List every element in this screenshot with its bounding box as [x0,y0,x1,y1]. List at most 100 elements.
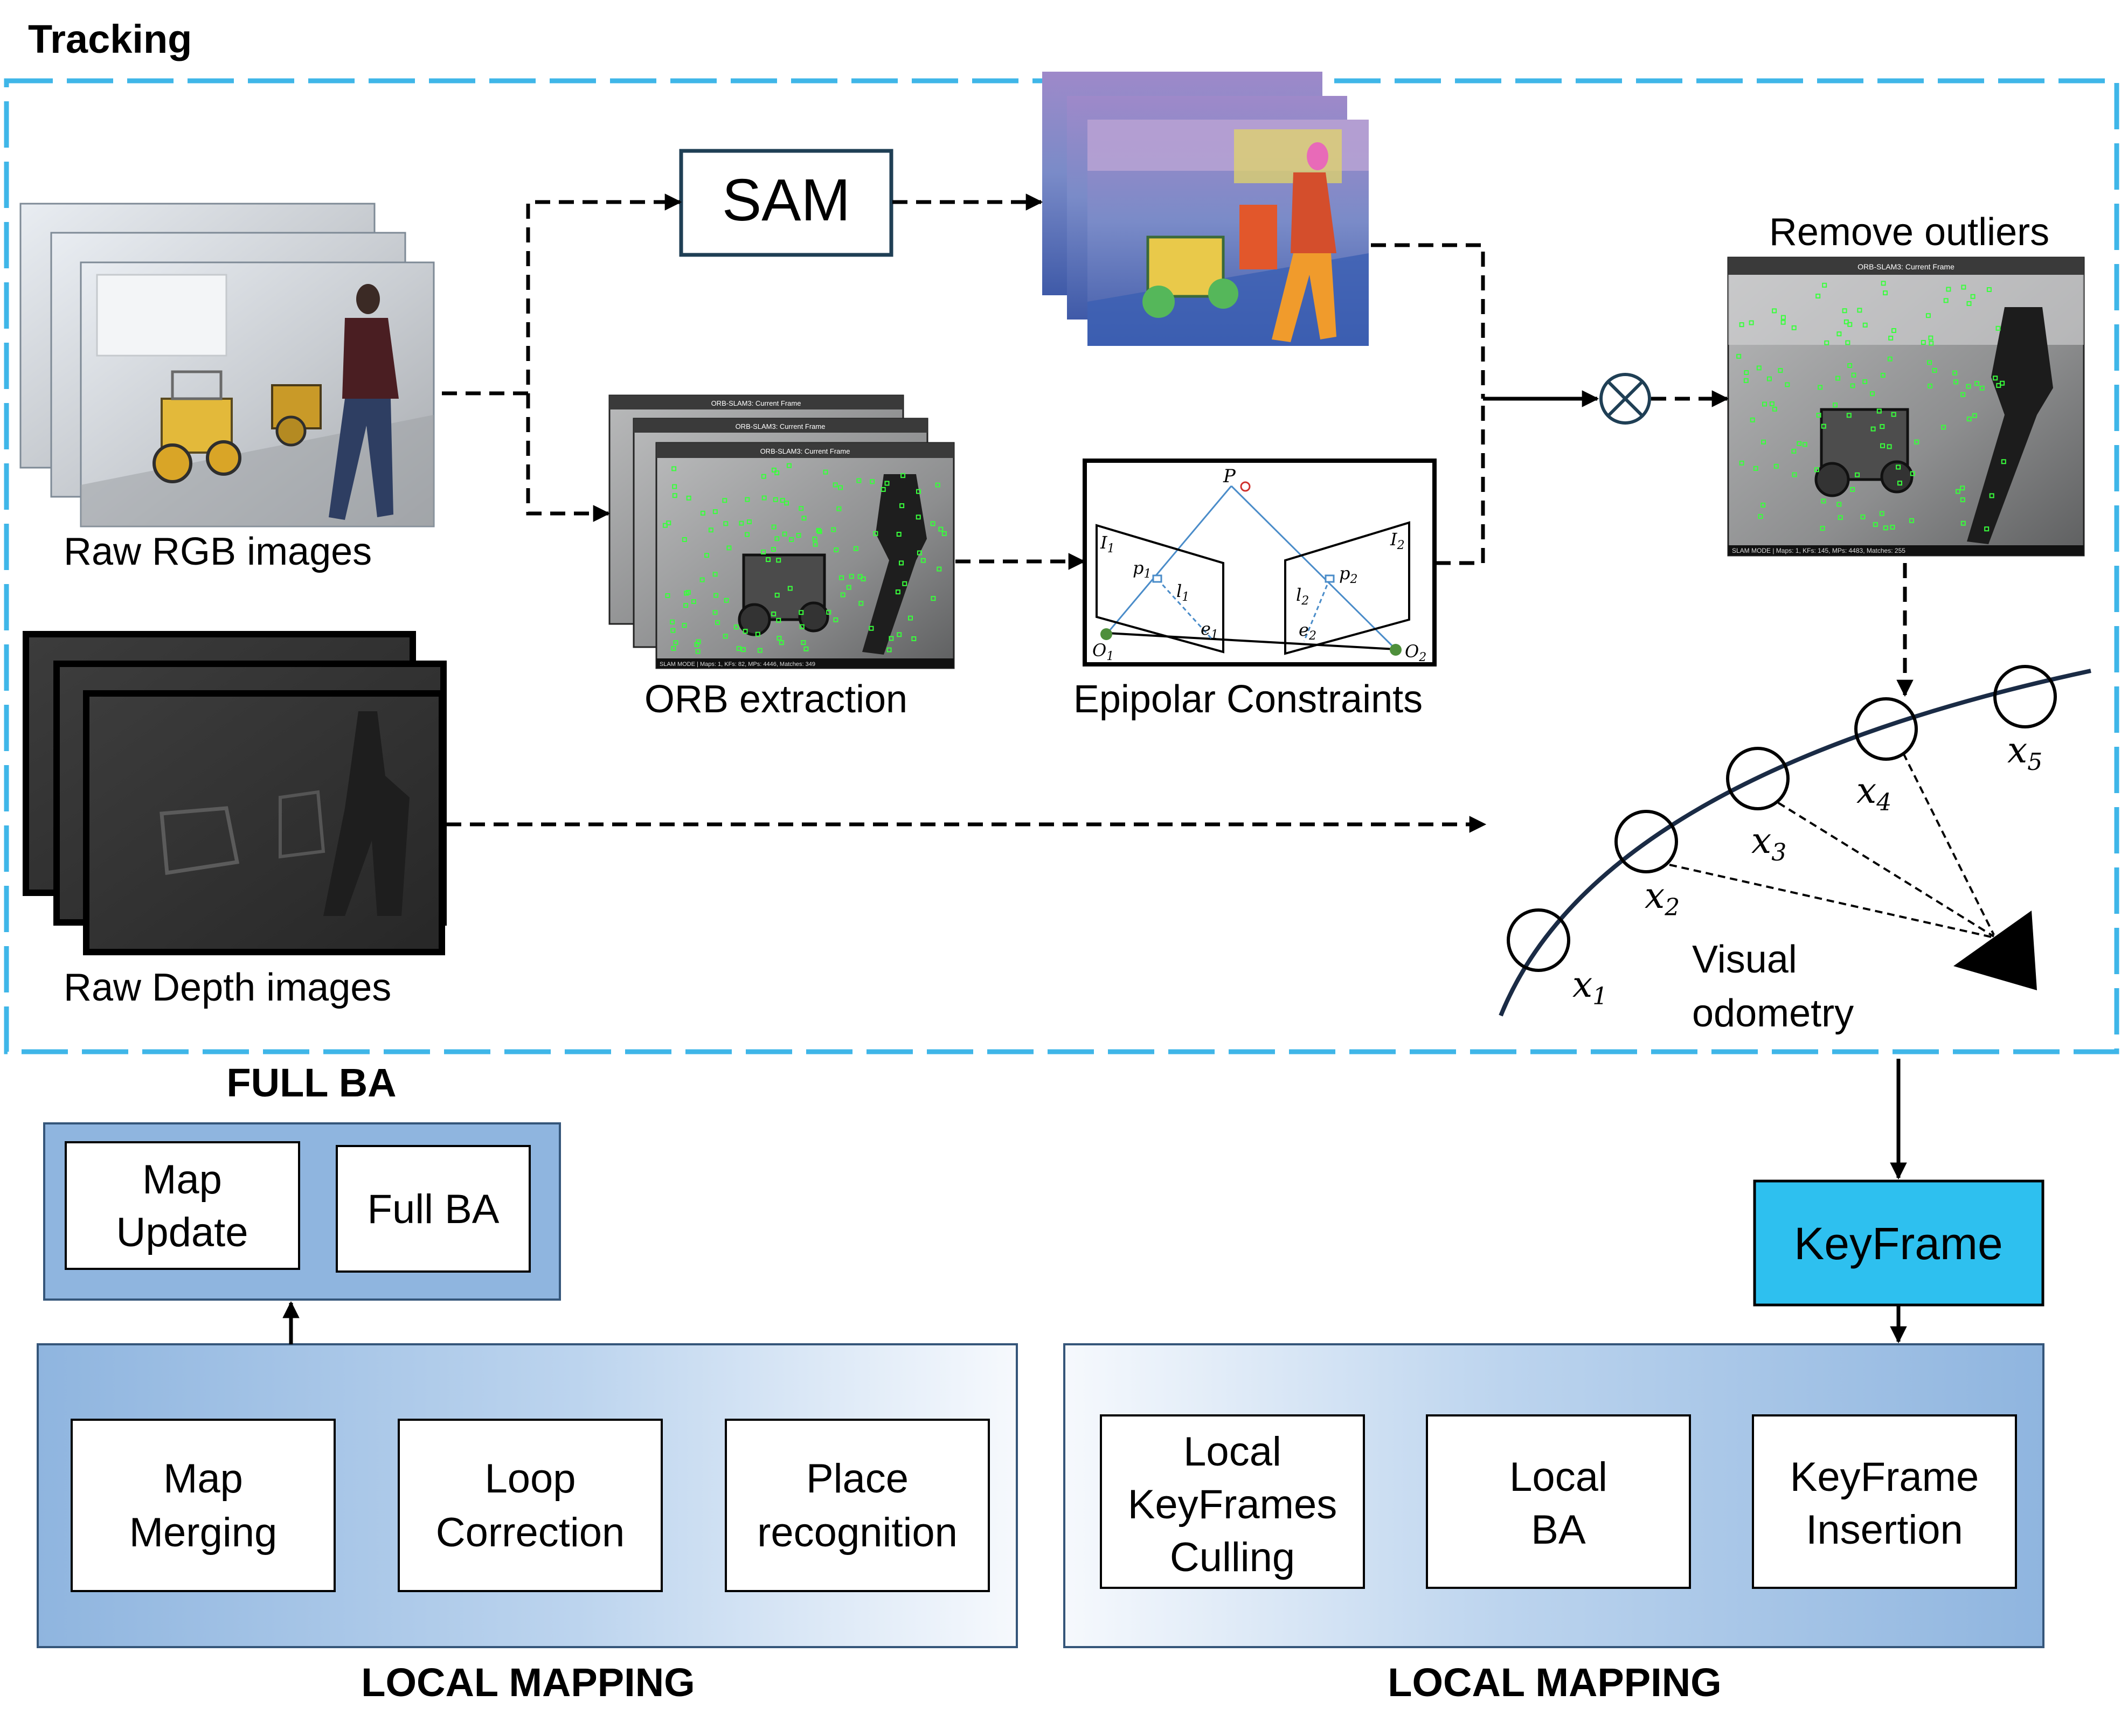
orb-feature-point [803,646,809,651]
orb-feature-point [700,510,705,516]
outlier-feature-point [1821,498,1826,504]
outlier-feature-point [1761,439,1766,445]
mapping-flow-arrows [282,1059,1907,1344]
outlier-feature-point [1843,319,1849,324]
orb-feature-point [745,497,750,502]
keyframe-insertion-box [1752,1414,2017,1589]
outlier-feature-point [1753,466,1758,471]
orb-feature-point [812,536,817,541]
orb-status-bar: SLAM MODE | Maps: 1, KFs: 82, MPs: 4446,… [660,661,815,668]
outlier-feature-point [1862,322,1868,328]
orb-feature-point [840,592,845,598]
outlier-feature-point [1739,322,1744,328]
orb-feature-point [726,545,732,551]
pose-label-x2: x2 [1645,875,1680,921]
orb-feature-point [686,495,691,501]
orb-feature-point [869,626,874,631]
outlier-feature-point [1880,424,1885,429]
outlier-feature-point [1890,524,1895,530]
epipolar-symbol-O2: O2 [1405,641,1426,664]
outlier-feature-point [1879,511,1884,516]
orb-window-title-middle: ORB-SLAM3: Current Frame [736,422,826,430]
outlier-feature-point [1960,485,1965,491]
outlier-feature-point [1824,340,1829,345]
orb-feature-point [724,598,729,603]
outlier-feature-point [1914,439,1919,445]
orb-feature-point [745,532,750,537]
orb-feature-point [853,546,858,551]
outlier-feature-point [1891,328,1896,333]
arrow-rgb-to-sam [442,193,682,395]
sam-label: SAM [722,167,850,233]
outlier-feature-points [1736,281,2006,532]
orb-feature-point [757,648,763,653]
outlier-feature-point [1953,379,1959,385]
orb-feature-point [849,574,854,579]
orb-feature-point [774,536,780,541]
orb-feature-point [816,527,821,533]
orb-feature-point [771,547,776,552]
orb-feature-point [908,615,913,621]
orb-feature-point [858,601,864,606]
orb-feature-point [799,506,804,511]
outlier-feature-point [1743,378,1749,383]
outlier-feature-point [1857,308,1862,313]
outlier-feature-point [1956,489,1960,494]
orb-person [862,474,927,655]
map-merging-label-line1: Map [163,1456,243,1502]
outlier-feature-point [1815,294,1821,298]
orb-feature-point [799,610,804,615]
orb-feature-point [873,531,878,536]
outlier-feature-point [1876,408,1882,414]
orb-feature-point [839,575,844,580]
map-update-box [65,1141,300,1270]
orb-feature-point [743,629,748,634]
outlier-feature-point [1749,320,1754,325]
outlier-feature-point [1772,406,1777,412]
map-merging-label-line2: Merging [129,1510,278,1556]
orb-feature-point [704,553,710,558]
raw-rgb-label: Raw RGB images [64,530,372,573]
orb-feature-point [673,640,678,645]
orb-feature-point [786,463,792,468]
visual-odometry-graph: x1 x2 x3 x4 x5 [1499,665,2091,1017]
outlier-feature-point [1946,287,1951,292]
segmented-frame-front [1087,120,1369,346]
epipolar-symbol-O1: O1 [1092,640,1114,663]
orb-feature-point [799,624,805,629]
orb-feature-point [831,527,836,532]
outlier-feature-point [1979,385,1985,391]
orb-feature-point [685,589,691,595]
outlier-feature-point [1873,522,1878,527]
outlier-feature-point [1880,443,1885,448]
orb-feature-point [670,628,676,633]
outlier-feature-point [1762,401,1767,407]
orb-feature-point [784,501,789,506]
trajectory-curve [1499,669,2091,1017]
orb-feature-point [787,586,793,591]
pose-node-x4 [1854,697,1918,761]
orb-feature-point [920,558,926,563]
orb-feature-point [739,520,744,526]
pose-node-x3 [1726,747,1790,810]
orb-feature-point [662,523,668,528]
outlier-feature-point [1835,376,1841,381]
outlier-feature-point [1836,502,1842,507]
outlier-feature-point [1838,515,1843,520]
outlier-feature-point [1760,502,1766,508]
orb-feature-point [826,609,831,615]
outlier-feature-point [1984,526,1990,532]
local-ba-box [1426,1414,1691,1589]
local-ba-label-line2: BA [1531,1507,1586,1553]
raw-depth-label: Raw Depth images [64,966,391,1009]
raw-depth-image-stack [23,631,447,955]
outlier-feature-point [1960,497,1965,503]
outlier-feature-point [1921,340,1926,345]
outlier-feature-point [1750,417,1755,422]
orb-feature-point [846,585,851,590]
outlier-feature-point [1802,442,1807,447]
outlier-feature-point [1960,520,1966,526]
orb-feature-point [916,489,921,494]
orb-feature-point [733,624,739,630]
